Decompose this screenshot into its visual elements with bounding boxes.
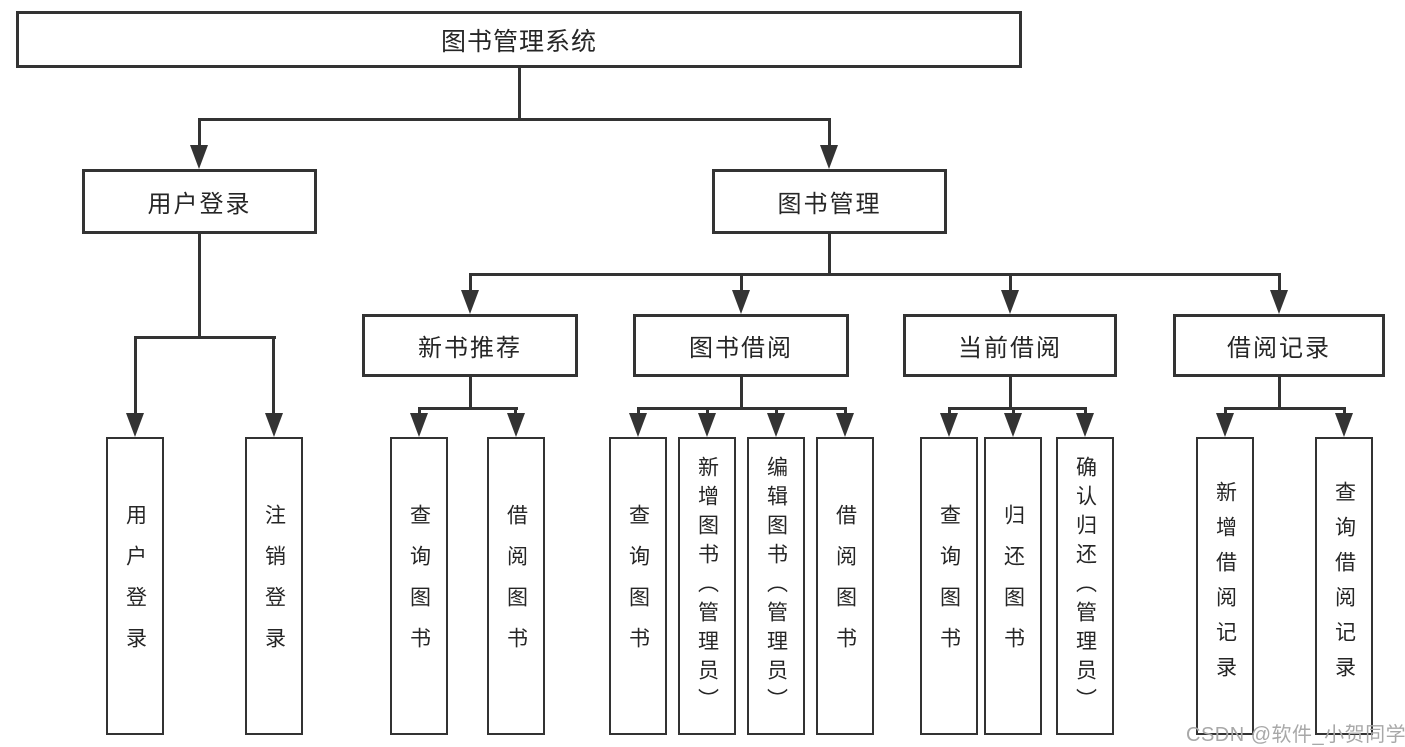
connector-new-book-stem [469, 377, 472, 409]
connector-borrow-records-stem [1278, 377, 1281, 409]
connector-book-management-bus [469, 273, 1280, 276]
leaf-label: 查询借阅记录 [1332, 481, 1356, 691]
connector-drop [514, 407, 517, 417]
arrowhead [836, 413, 854, 437]
leaf-add-borrow-record: 新增借阅记录 [1196, 437, 1254, 735]
leaf-label: 查询图书 [937, 504, 961, 668]
connector-book-borrow-bus [637, 407, 847, 410]
arrowhead [410, 413, 428, 437]
arrowhead [629, 413, 647, 437]
connector-root-bus [198, 118, 831, 121]
leaf-confirm-return-admin: 确认归还（管理员） [1056, 437, 1114, 735]
node-library-system: 图书管理系统 [16, 11, 1022, 68]
leaf-user-login: 用户登录 [106, 437, 164, 735]
connector-drop [637, 407, 640, 417]
connector-current-borrow-bus [948, 407, 1087, 410]
connector-current-borrow-stem [1009, 377, 1012, 409]
leaf-edit-book-admin: 编辑图书（管理员） [747, 437, 805, 735]
connector-drop-new-book [469, 273, 472, 293]
leaf-label: 用户登录 [123, 504, 147, 668]
connector-borrow-records-bus [1224, 407, 1346, 410]
connector-new-book-bus [418, 407, 518, 410]
leaf-label: 确认归还（管理员） [1073, 455, 1097, 717]
connector-root-stem [518, 68, 521, 121]
node-user-login: 用户登录 [82, 169, 317, 234]
node-book-management: 图书管理 [712, 169, 947, 234]
connector-user-login-stem [198, 234, 201, 339]
arrowhead [1216, 413, 1234, 437]
connector-drop-user-login [198, 118, 201, 148]
connector-drop-borrow-records [1278, 273, 1281, 293]
leaf-borrow-books-recommend: 借阅图书 [487, 437, 545, 735]
node-current-borrow: 当前借阅 [903, 314, 1117, 377]
leaf-label: 归还图书 [1001, 504, 1025, 668]
connector-book-management-stem [828, 234, 831, 276]
connector-drop [1224, 407, 1227, 417]
node-new-book-recommend: 新书推荐 [362, 314, 578, 377]
connector-drop [1012, 407, 1015, 417]
connector-drop [948, 407, 951, 417]
arrowhead [126, 413, 144, 437]
leaf-query-books-borrow: 查询图书 [609, 437, 667, 735]
connector-drop [1343, 407, 1346, 417]
leaf-label: 新增图书（管理员） [695, 455, 719, 717]
connector-drop [418, 407, 421, 417]
connector-drop-leaf-logout [272, 336, 275, 416]
arrowhead [698, 413, 716, 437]
arrowhead [820, 145, 838, 169]
arrowhead [1076, 413, 1094, 437]
arrowhead [190, 145, 208, 169]
connector-book-borrow-stem [740, 377, 743, 409]
leaf-label: 查询图书 [407, 504, 431, 668]
arrowhead [732, 290, 750, 314]
arrowhead [767, 413, 785, 437]
leaf-label: 借阅图书 [504, 504, 528, 668]
arrowhead [461, 290, 479, 314]
leaf-label: 注销登录 [262, 504, 286, 668]
arrowhead [1001, 290, 1019, 314]
connector-drop-book-management [828, 118, 831, 148]
node-book-borrow: 图书借阅 [633, 314, 849, 377]
connector-drop-book-borrow [740, 273, 743, 293]
leaf-query-books-current: 查询图书 [920, 437, 978, 735]
leaf-return-book: 归还图书 [984, 437, 1042, 735]
leaf-label: 借阅图书 [833, 504, 857, 668]
arrowhead [507, 413, 525, 437]
leaf-label: 编辑图书（管理员） [764, 455, 788, 717]
connector-drop-leaf-user-login [134, 336, 137, 416]
leaf-label: 查询图书 [626, 504, 650, 668]
connector-drop [706, 407, 709, 417]
leaf-logout: 注销登录 [245, 437, 303, 735]
connector-drop-current-borrow [1009, 273, 1012, 293]
arrowhead [940, 413, 958, 437]
leaf-borrow-books: 借阅图书 [816, 437, 874, 735]
csdn-watermark: CSDN @软件_小贺同学 [1186, 724, 1405, 746]
connector-drop [1084, 407, 1087, 417]
node-borrow-records: 借阅记录 [1173, 314, 1385, 377]
leaf-label: 新增借阅记录 [1213, 481, 1237, 691]
arrowhead [1270, 290, 1288, 314]
connector-user-login-bus [134, 336, 276, 339]
arrowhead [1335, 413, 1353, 437]
arrowhead [1004, 413, 1022, 437]
connector-drop [844, 407, 847, 417]
arrowhead [265, 413, 283, 437]
leaf-query-books-recommend: 查询图书 [390, 437, 448, 735]
leaf-add-book-admin: 新增图书（管理员） [678, 437, 736, 735]
connector-drop [775, 407, 778, 417]
leaf-query-borrow-record: 查询借阅记录 [1315, 437, 1373, 735]
